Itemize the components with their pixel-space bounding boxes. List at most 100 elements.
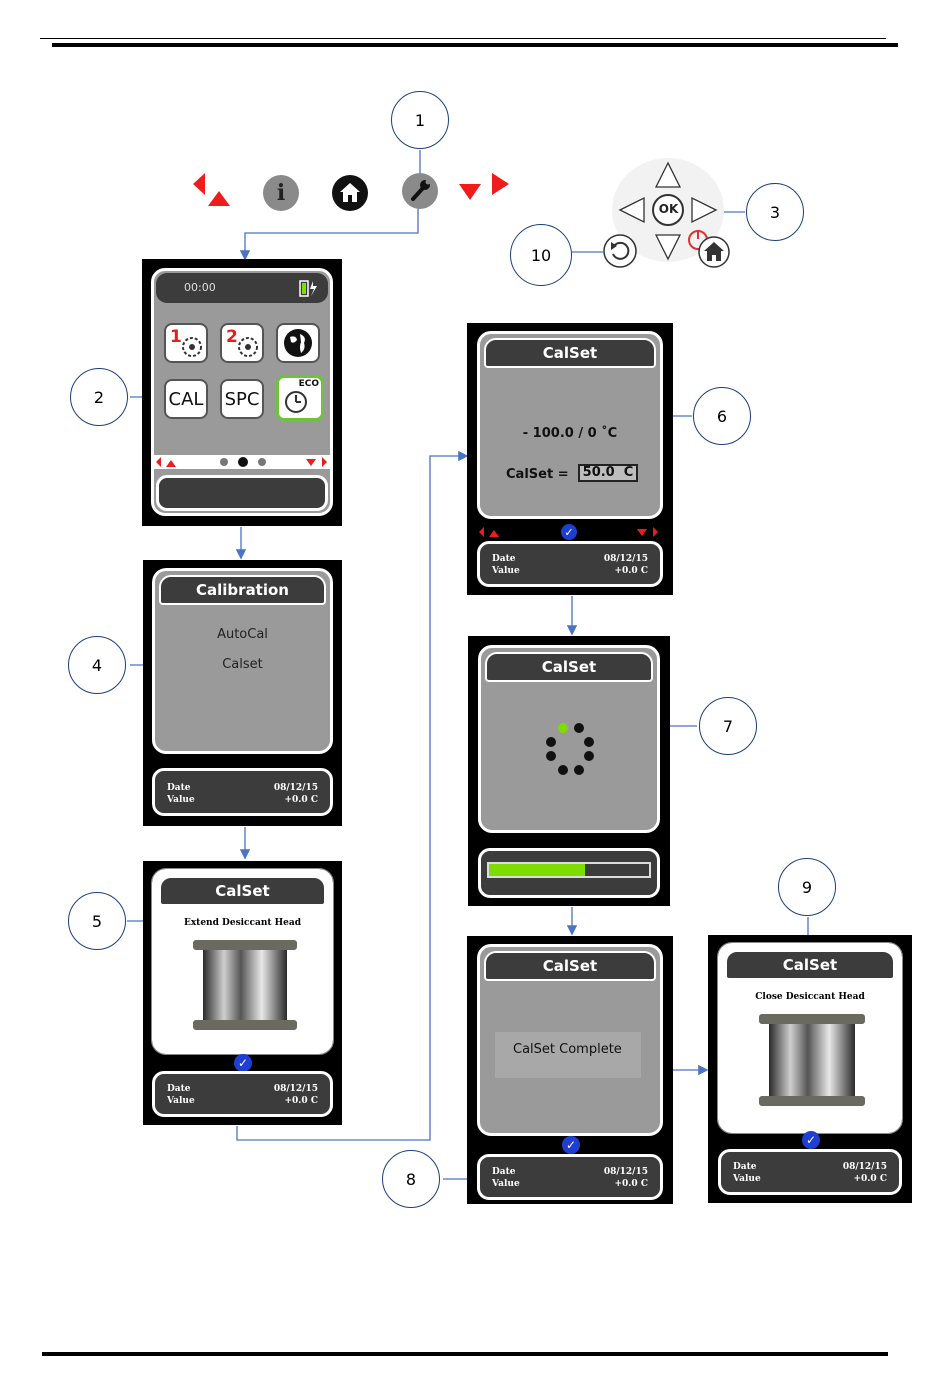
settings-1-label: 1 [170,327,182,347]
app-globe[interactable] [276,323,320,363]
spc-label: SPC [224,388,260,410]
calset-complete-screen: CalSet CalSet Complete [477,944,663,1136]
callout-7: 7 [699,697,757,755]
close-device: CalSet Close Desiccant Head ✓ Date Value… [708,935,912,1203]
callout-6: 6 [693,387,751,445]
calset-complete-message-box: CalSet Complete [495,1032,641,1078]
calibration-device: Calibration AutoCal Calset Date Value 08… [143,560,342,826]
nav-left-arrows-icon [479,527,499,537]
app-settings-2[interactable]: 2 [220,323,264,363]
power-home-icon [688,230,730,268]
desiccant-head-image [759,1014,865,1106]
loading-spinner-icon [546,723,594,775]
eco-label: ECO [298,379,319,389]
calset-complete-message: CalSet Complete [513,1042,622,1057]
confirm-check-icon[interactable]: ✓ [562,1136,580,1154]
home-screen: 00:00 1 2 CAL SPC ECO [151,268,333,516]
nav-right-arrows-icon [306,457,327,467]
footer-date-label: Date [492,554,516,564]
footer-date: 08/12/15 [603,554,648,564]
confirm-check-icon[interactable]: ✓ [561,524,577,540]
calset-complete-device: CalSet CalSet Complete ✓ Date Value 08/1… [467,936,673,1204]
spinner-dot-active [558,723,568,733]
footer-value-label: Value [492,566,520,576]
calset-value-title: CalSet [484,338,656,368]
footer-value-label: Value [167,1096,195,1106]
menu-item-calset[interactable]: Calset [222,657,263,672]
footer-value: +0.0 C [284,1096,319,1106]
calset-progress-screen: CalSet [478,645,660,833]
callout-10: 10 [510,224,572,286]
settings-1-icon [182,337,202,357]
nav-right-arrows-icon [637,527,658,537]
confirm-check-icon[interactable]: ✓ [234,1054,252,1072]
callout-8: 8 [382,1150,440,1208]
calset-progress-title: CalSet [485,652,653,682]
eco-timer-icon [285,391,307,413]
app-spc[interactable]: SPC [220,379,264,419]
close-instruction: Close Desiccant Head [755,992,865,1002]
footer-value: +0.0 C [614,566,649,576]
footer-date-label: Date [167,783,191,793]
callout-5: 5 [68,892,126,950]
extend-title: CalSet [159,876,326,906]
calset-range: - 100.0 / 0 ˚C [522,426,618,441]
close-title: CalSet [725,950,895,980]
keypad [612,158,724,262]
info-icon: i [263,175,299,211]
calset-input[interactable]: 50.0 C [578,464,638,482]
desiccant-head-image [193,940,297,1030]
calibration-body: Calibration AutoCal Calset [152,568,333,754]
top-rule [52,43,898,47]
status-bar: 00:00 [156,273,328,303]
battery-charging-icon [299,280,317,297]
footer-date-label: Date [167,1084,191,1094]
home-nav-strip [154,455,330,469]
footer-value-label: Value [492,1179,520,1189]
callout-1: 1 [391,91,449,149]
bottom-rule [42,1352,888,1356]
app-eco-timer[interactable]: ECO [276,375,324,421]
nav-left-arrows-icon [156,457,176,467]
progress-panel [478,848,660,898]
progress-bar-track [487,862,651,878]
calibration-title: Calibration [159,575,326,605]
close-screen: CalSet Close Desiccant Head [717,942,903,1134]
left-up-arrow-icon [193,173,230,206]
ok-button-label: OK [658,202,679,216]
calibration-footer: Date Value 08/12/15 +0.0 C [152,768,333,816]
footer-value: +0.0 C [614,1179,649,1189]
close-footer: Date Value 08/12/15 +0.0 C [718,1149,902,1195]
nav-page-dots-icon [220,457,266,467]
extend-footer: Date Value 08/12/15 +0.0 C [152,1071,333,1117]
app-settings-1[interactable]: 1 [164,323,208,363]
down-right-arrow-icon [459,173,509,200]
footer-date-label: Date [492,1167,516,1177]
wrench-icon [402,173,438,209]
calset-nav-strip: ✓ [477,524,663,540]
callout-4: 4 [68,636,126,694]
home-icon [332,175,368,211]
footer-value: +0.0 C [284,795,319,805]
extend-instruction: Extend Desiccant Head [183,918,302,928]
footer-value: +0.0 C [853,1174,888,1184]
calset-value-device: CalSet - 100.0 / 0 ˚C CalSet = 50.0 C ✓ … [467,323,673,595]
top-rule-thin [40,38,886,39]
settings-2-label: 2 [226,327,238,347]
footer-value-label: Value [167,795,195,805]
footer-date: 08/12/15 [603,1167,648,1177]
app-cal[interactable]: CAL [164,379,208,419]
calset-value-screen: CalSet - 100.0 / 0 ˚C CalSet = 50.0 C [477,331,663,519]
footer-value-label: Value [733,1174,761,1184]
footer-date-label: Date [733,1162,757,1172]
progress-bar-fill [489,864,585,876]
calset-value-footer: Date Value 08/12/15 +0.0 C [477,541,663,587]
footer-date: 08/12/15 [842,1162,887,1172]
callout-3: 3 [746,183,804,241]
callout-9: 9 [778,858,836,916]
globe-icon [284,329,312,357]
menu-item-autocal[interactable]: AutoCal [217,627,268,642]
clock: 00:00 [184,281,216,294]
calset-label: CalSet = [506,467,569,482]
confirm-check-icon[interactable]: ✓ [802,1131,820,1149]
